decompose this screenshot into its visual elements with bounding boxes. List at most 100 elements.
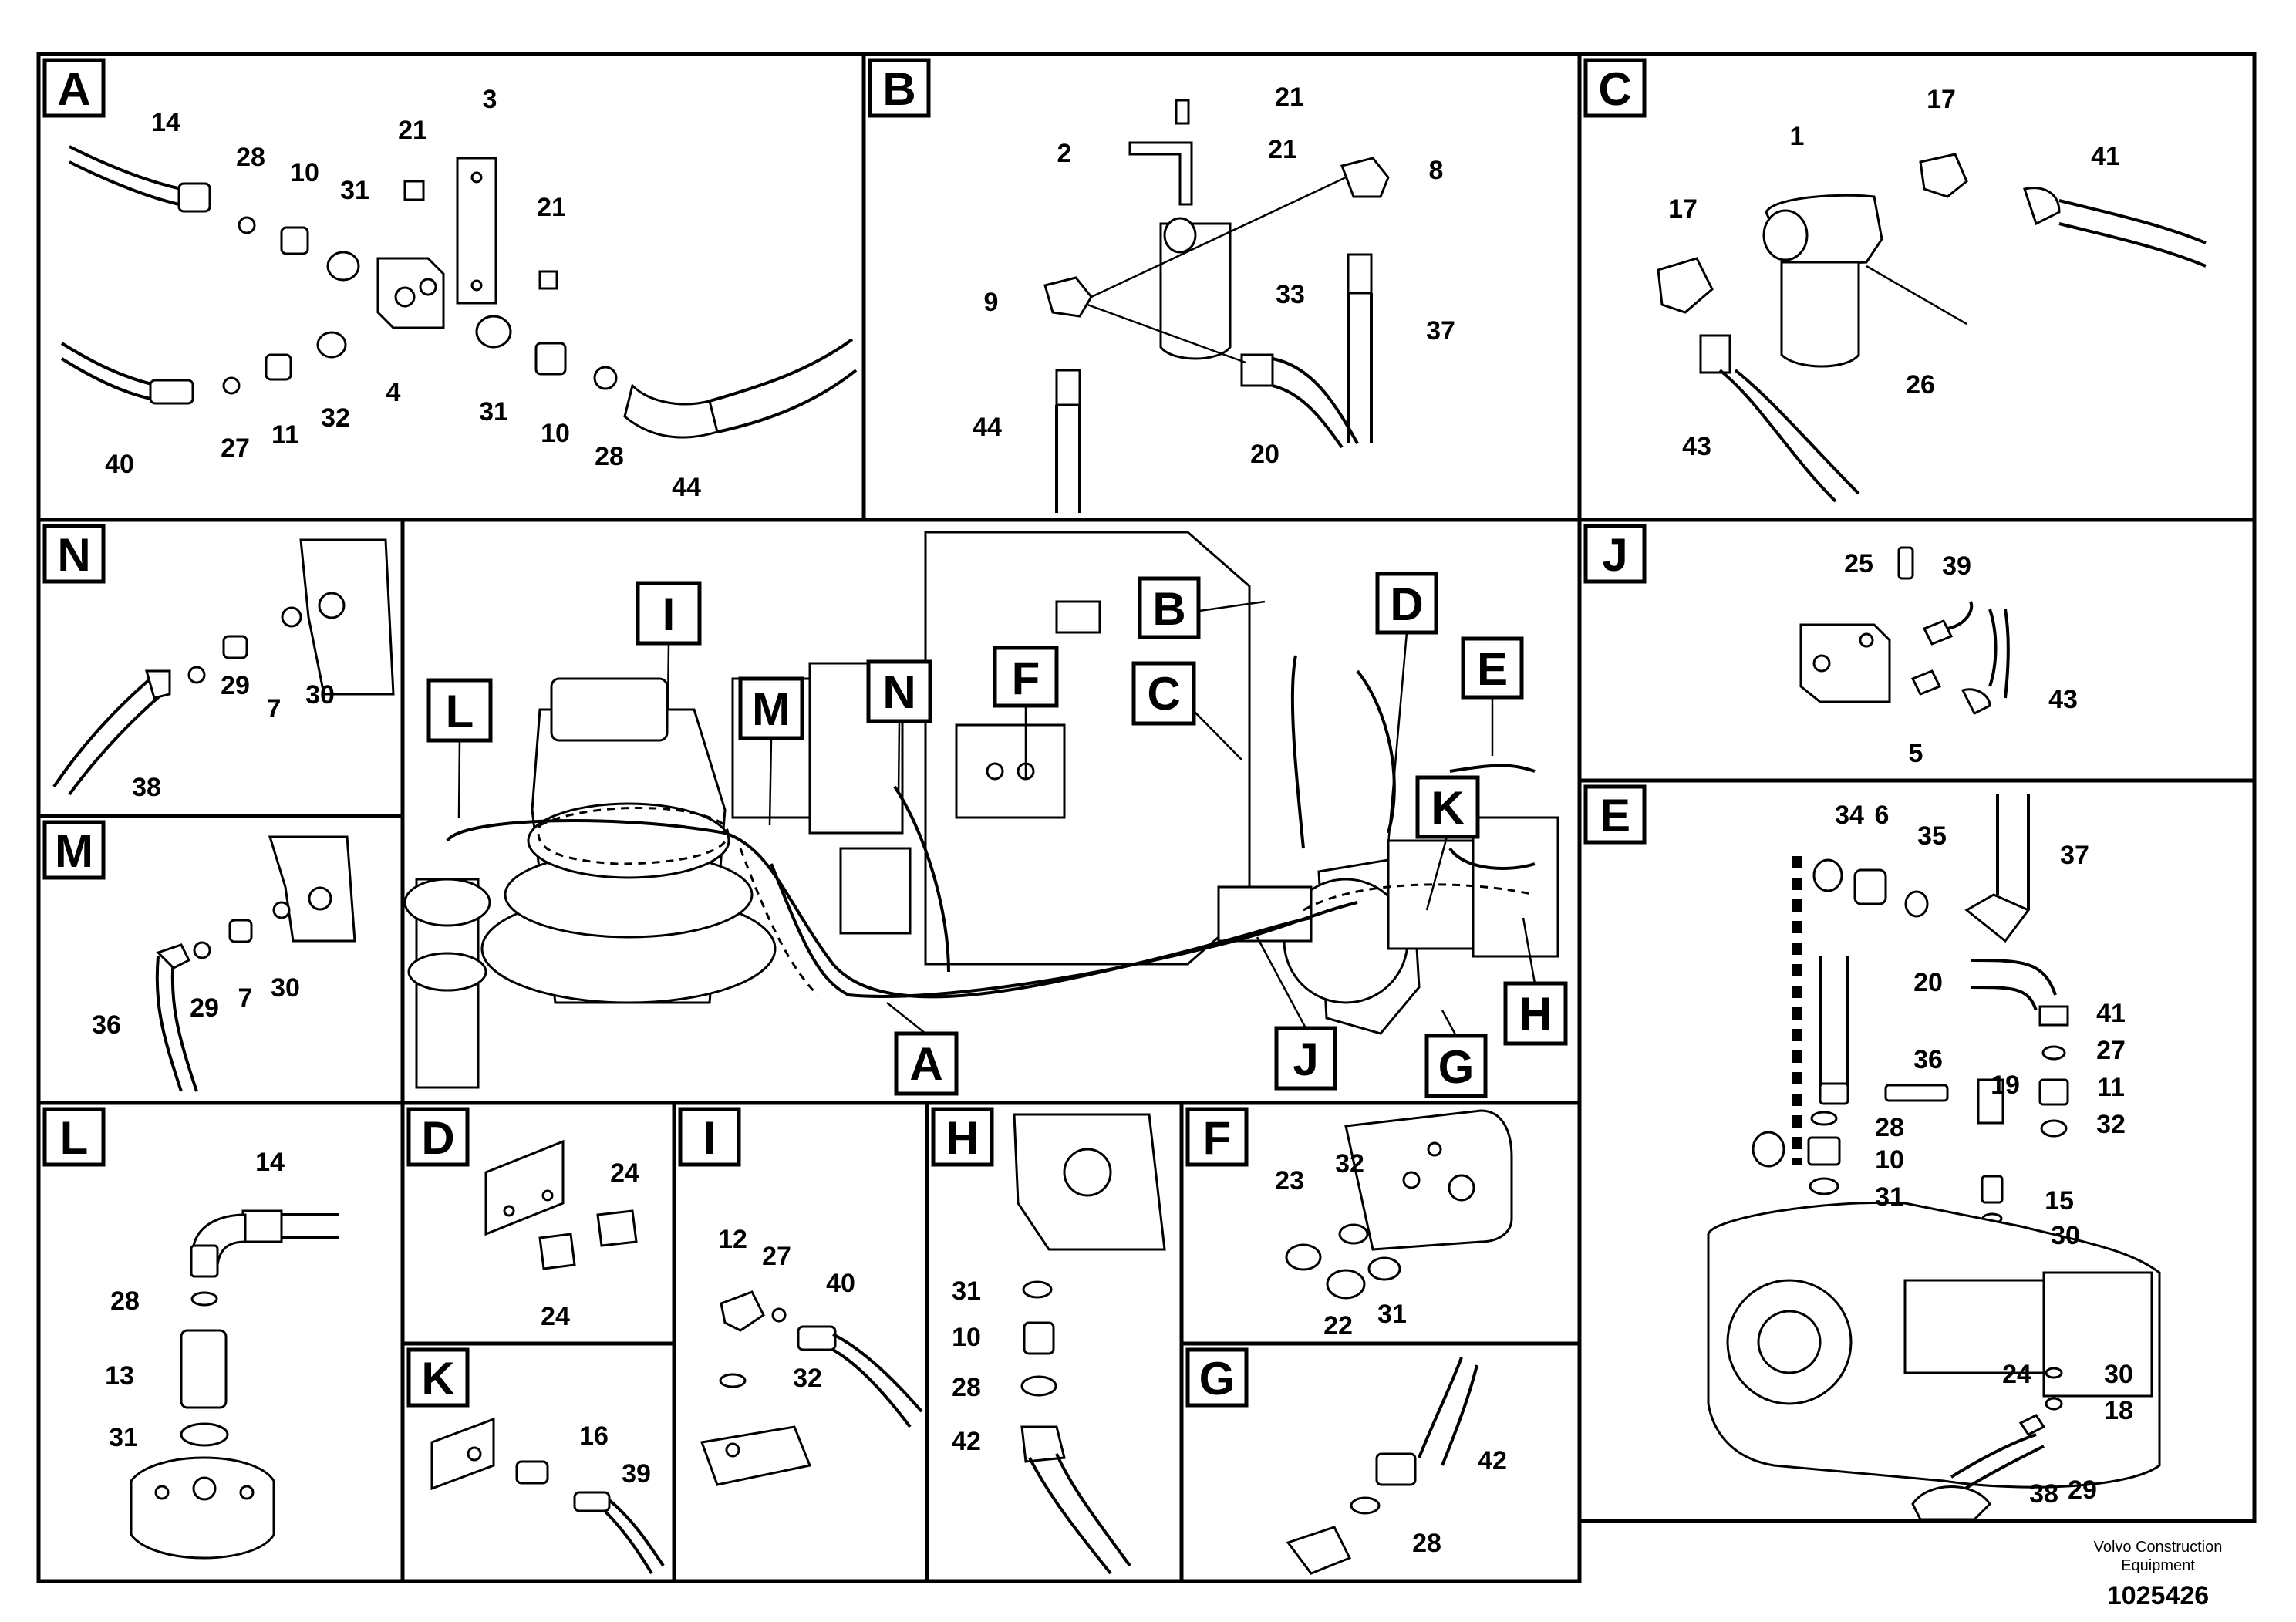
panel-tag-label: K [421, 1353, 454, 1404]
panel-tag-label: D [1390, 578, 1423, 630]
part-callout: 31 [340, 176, 369, 205]
part-callout: 31 [109, 1423, 138, 1452]
part-callout: 18 [2104, 1396, 2133, 1425]
panel-tag-label: D [421, 1112, 454, 1164]
overview-tag-N[interactable]: N [866, 659, 932, 795]
panel-tag-label: N [882, 666, 915, 718]
part-callout: 40 [826, 1269, 855, 1298]
panel-E-tag[interactable]: E [1583, 784, 1647, 845]
overview-tag-F[interactable]: F [993, 646, 1059, 779]
panel-A-drawing [60, 145, 858, 439]
panel-J-tag[interactable]: J [1583, 524, 1647, 584]
panel-B-drawing [1043, 99, 1390, 513]
overview-tag-K[interactable]: K [1415, 775, 1480, 911]
part-callout: 11 [2097, 1073, 2125, 1102]
panel-A-tag[interactable]: A [42, 58, 106, 118]
panel-J-callouts: 25 39 43 5 [1844, 549, 2078, 768]
panel-C-callouts: 1 17 41 17 26 43 [1668, 85, 2120, 461]
panel-K-tag[interactable]: K [406, 1347, 470, 1408]
panel-I-drawing [700, 1290, 923, 1486]
document-number: 1025426 [2107, 1581, 2209, 1610]
panel-tag-label: J [1602, 529, 1627, 581]
overview-tag-J[interactable]: J [1256, 936, 1337, 1091]
part-callout: 30 [2051, 1221, 2080, 1250]
part-callout: 12 [718, 1225, 747, 1254]
panel-H-tag[interactable]: H [931, 1107, 994, 1167]
part-callout: 32 [321, 403, 350, 433]
part-callout: 32 [793, 1364, 822, 1393]
panel-M-tag[interactable]: M [42, 820, 106, 880]
panel-tag-label: L [446, 686, 474, 737]
panel-E-callouts: 34 6 35 37 20 41 36 27 19 11 28 32 10 31… [1835, 801, 2133, 1509]
panel-D-tag[interactable]: D [406, 1107, 470, 1167]
part-callout: 44 [672, 473, 701, 502]
part-callout: 15 [2045, 1186, 2074, 1216]
panel-tag-label: I [663, 588, 676, 640]
part-callout: 26 [1906, 370, 1935, 400]
part-callout: 10 [290, 158, 319, 187]
part-callout: 14 [151, 108, 180, 137]
panel-H: H 31 10 28 42 [931, 1107, 1166, 1575]
part-callout: 29 [221, 671, 250, 700]
part-callout: 27 [221, 433, 250, 463]
panel-A: A [42, 58, 858, 502]
panel-tag-label: G [1199, 1353, 1236, 1404]
panel-K: K 16 39 [406, 1347, 665, 1575]
part-callout: 28 [236, 143, 265, 172]
overview-tag-G[interactable]: G [1424, 1010, 1488, 1098]
part-callout: 17 [1668, 194, 1698, 224]
panel-K-drawing [430, 1417, 665, 1575]
panel-I-tag[interactable]: I [678, 1107, 741, 1167]
panel-N-drawing [52, 538, 395, 796]
panel-C: C 1 17 41 17 26 43 [1583, 58, 2207, 503]
panel-N-tag[interactable]: N [42, 524, 106, 584]
panel-tag-label: E [1477, 643, 1508, 695]
panel-G-callouts: 42 28 [1412, 1446, 1507, 1558]
overview-tag-M[interactable]: M [738, 676, 804, 826]
panel-tag-label: J [1293, 1034, 1318, 1085]
panel-L-drawing [130, 1209, 339, 1560]
panel-B-tag[interactable]: B [868, 58, 931, 118]
panel-M-callouts: 36 29 7 30 [92, 973, 300, 1040]
panel-grid [36, 52, 2257, 1583]
panel-G-drawing [1286, 1357, 1478, 1575]
part-callout: 41 [2096, 999, 2126, 1028]
overview-tag-E[interactable]: E [1461, 636, 1524, 756]
part-callout: 37 [1426, 316, 1455, 346]
part-callout: 29 [2068, 1475, 2097, 1505]
panel-B-callouts: 21 2 21 8 9 33 37 44 20 [973, 83, 1455, 469]
panel-L: L 14 28 13 31 [42, 1107, 339, 1560]
panel-tag-label: B [1152, 583, 1185, 635]
part-callout: 22 [1323, 1311, 1353, 1340]
panel-tag-label: B [882, 63, 915, 115]
part-callout: 11 [271, 420, 299, 450]
part-callout: 20 [1250, 440, 1279, 469]
part-callout: 42 [1478, 1446, 1507, 1475]
panel-tag-label: F [1012, 653, 1040, 704]
overview-tags: B D I L M N F [426, 572, 1568, 1098]
overview-tag-L[interactable]: L [426, 678, 493, 818]
overview-tag-A[interactable]: A [886, 1002, 959, 1096]
panel-tag-label: C [1147, 668, 1180, 720]
panel-L-tag[interactable]: L [42, 1107, 106, 1167]
part-callout: 24 [2002, 1360, 2031, 1389]
panel-F-tag[interactable]: F [1185, 1107, 1249, 1167]
overview-tag-H[interactable]: H [1503, 917, 1568, 1046]
panel-tag-label: M [55, 825, 93, 877]
part-callout: 28 [952, 1373, 981, 1402]
overview-tag-C[interactable]: C [1131, 661, 1242, 760]
panel-G-tag[interactable]: G [1185, 1347, 1249, 1408]
panel-tag-label: L [60, 1112, 89, 1164]
panel-H-callouts: 31 10 28 42 [952, 1276, 981, 1456]
panel-C-tag[interactable]: C [1583, 58, 1647, 118]
panel-I: I 12 27 40 32 [678, 1107, 923, 1486]
part-callout: 36 [1913, 1045, 1943, 1074]
part-callout: 1 [1790, 122, 1805, 151]
panel-tag-label: K [1431, 782, 1464, 834]
panel-F-drawing [1285, 1109, 1513, 1300]
panel-D-drawing [484, 1139, 638, 1270]
overview-tag-D[interactable]: D [1375, 572, 1438, 845]
part-callout: 31 [1377, 1300, 1407, 1329]
overview-tag-B[interactable]: B [1138, 576, 1266, 639]
overview-tag-I[interactable]: I [636, 581, 702, 710]
